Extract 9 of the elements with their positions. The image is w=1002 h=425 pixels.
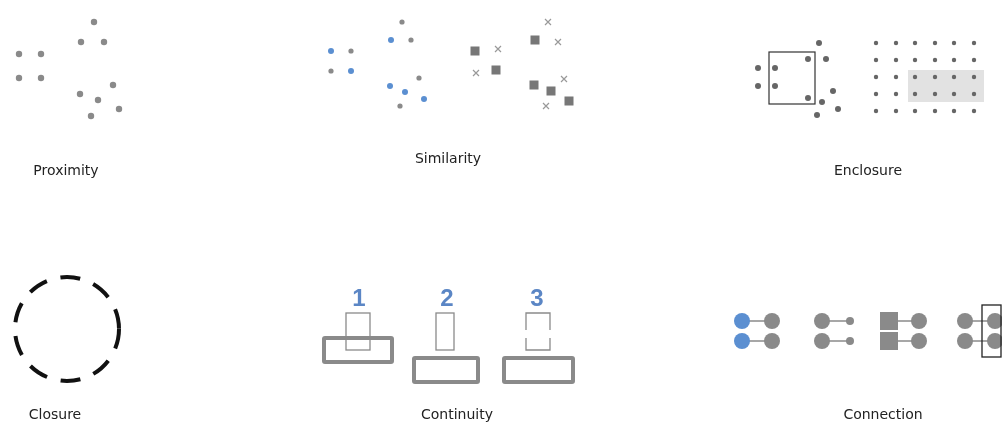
principle-caption: Closure (28, 406, 82, 422)
principle-caption: Enclosure (833, 162, 903, 178)
step-number: 2 (440, 284, 454, 312)
step-number: 1 (352, 284, 366, 312)
principle-caption: Connection (843, 406, 923, 422)
step-number: 3 (530, 284, 544, 312)
principle-caption: Proximity (33, 162, 99, 178)
principle-caption: Continuity (421, 406, 493, 422)
principle-caption: Similarity (414, 150, 482, 166)
